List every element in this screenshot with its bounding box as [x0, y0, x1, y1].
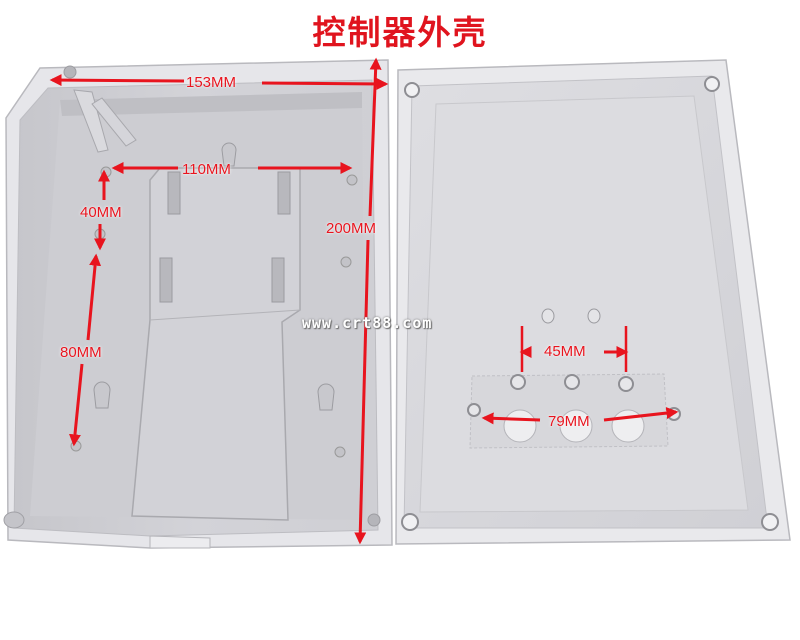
- pcb-standoff: [70, 440, 82, 452]
- dim-line-200: [354, 239, 370, 545]
- pcb-standoff: [346, 174, 358, 186]
- plate-slot: [277, 171, 291, 215]
- corner-screw-hole: [367, 513, 381, 527]
- corner-screw-hole: [63, 65, 77, 79]
- dim-line-80: [86, 253, 102, 341]
- product-title: 控制器外壳: [312, 13, 488, 52]
- dim-line-79: [481, 412, 541, 425]
- dim-label-79: 79MM: [548, 413, 590, 430]
- lid-screw-hole: [704, 76, 720, 92]
- mounting-plate: [131, 167, 301, 521]
- lid-screw-hole: [401, 513, 419, 531]
- corner-screw-hole: [3, 511, 25, 529]
- dim-label-80: 80MM: [60, 344, 102, 361]
- dim-label-153: 153MM: [186, 74, 237, 91]
- pcb-standoff: [340, 256, 352, 268]
- dim-line-153: [49, 74, 185, 87]
- lid-boss: [510, 374, 526, 390]
- lid-boss: [564, 374, 580, 390]
- knockout-hole: [503, 409, 537, 443]
- lid-post: [587, 308, 601, 324]
- knockout-hole: [559, 409, 593, 443]
- plate-slot: [159, 257, 173, 303]
- pcb-standoff: [334, 446, 346, 458]
- keyhole-standoff: [317, 383, 335, 411]
- dim-line-80: [68, 363, 84, 447]
- dim-line-153: [261, 77, 389, 90]
- enclosure-lid: [395, 59, 791, 545]
- dim-label-40: 40MM: [80, 204, 122, 221]
- dim-label-45: 45MM: [544, 343, 586, 360]
- plate-slot: [271, 257, 285, 303]
- lid-post: [541, 308, 555, 324]
- lid-boss: [618, 376, 634, 392]
- enclosure-base: [3, 59, 393, 549]
- watermark: www.crt88.com: [302, 314, 433, 332]
- lid-screw-hole: [761, 513, 779, 531]
- plate-slot: [167, 171, 181, 215]
- dimension-lines: [49, 57, 679, 545]
- lid-boss: [467, 403, 481, 417]
- keyhole-standoff: [221, 142, 237, 167]
- dim-line-79: [603, 407, 679, 422]
- keyhole-standoff: [93, 381, 111, 409]
- dim-line-200: [368, 57, 382, 217]
- dim-label-110: 110MM: [182, 161, 231, 178]
- dim-label-200: 200MM: [326, 220, 377, 237]
- lid-screw-hole: [404, 82, 420, 98]
